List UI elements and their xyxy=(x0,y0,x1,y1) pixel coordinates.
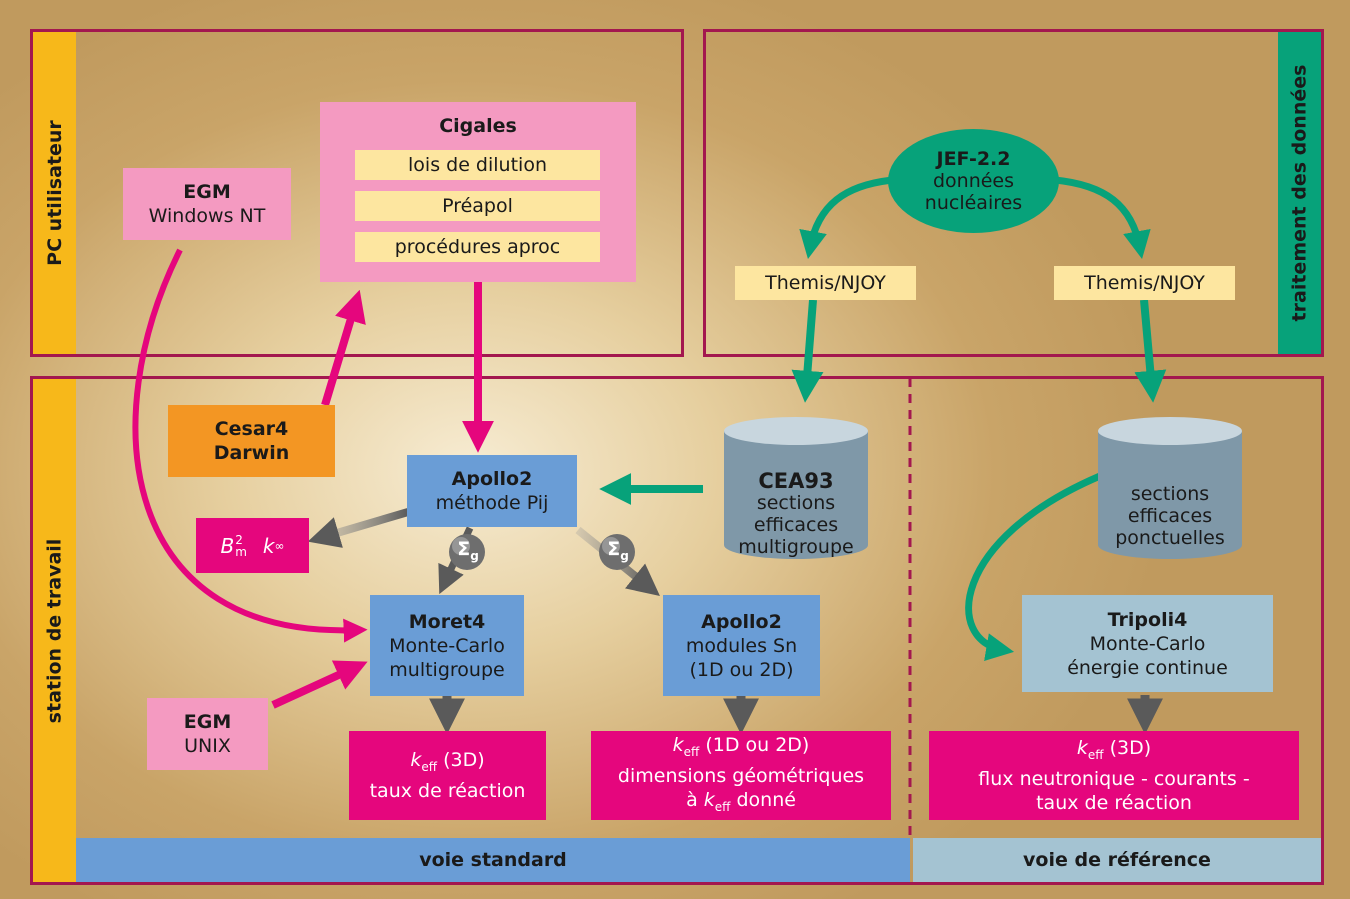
cesar4-darwin-box: Cesar4 Darwin xyxy=(168,405,335,477)
apollo-sn-line1: modules Sn xyxy=(685,634,798,657)
cea93-line3: multigroupe xyxy=(738,536,854,558)
apollo-sn-title: Apollo2 xyxy=(701,610,782,633)
cylinder-cea93 xyxy=(724,417,868,559)
cigales-item-lois-de-dilution: lois de dilution xyxy=(355,150,600,180)
cigales-title: Cigales xyxy=(439,115,517,137)
moret4-box: Moret4 Monte-Carlo multigroupe xyxy=(370,595,524,696)
region-traitement-donnees xyxy=(703,29,1324,357)
region-station-de-travail xyxy=(30,376,1324,885)
result-sn-box: keff (1D ou 2D) dimensions géométriques … xyxy=(591,731,891,820)
egm-unix-sub: UNIX xyxy=(184,735,231,757)
region-pc-utilisateur xyxy=(30,29,684,357)
cea93-title: CEA93 xyxy=(758,469,834,493)
jef-line1: données xyxy=(932,170,1015,192)
jef-title: JEF-2.2 xyxy=(936,148,1011,170)
egm-nt-title: EGM xyxy=(183,181,231,203)
cea93-line1: sections xyxy=(756,492,836,514)
tripoli-title: Tripoli4 xyxy=(1107,608,1188,631)
cea93-text: CEA93 sections efficaces multigroupe xyxy=(724,468,868,560)
arrow-egm-nt-to-moret xyxy=(132,248,368,643)
result-tripoli-box: keff (3D) flux neutronique - courants - … xyxy=(929,731,1299,820)
cesar-line1: Cesar4 xyxy=(214,418,289,440)
result-tripoli-line2: flux neutronique - courants - xyxy=(978,767,1250,790)
cylinder-ponctuelles xyxy=(1098,417,1242,559)
apollo-pij-sub: méthode Pij xyxy=(435,492,549,514)
bar-voie-standard: voie standard xyxy=(76,838,910,882)
tripoli-line2: énergie continue xyxy=(1067,656,1228,679)
dashed-separator xyxy=(908,378,912,838)
cea93-line2: efficaces xyxy=(753,514,839,536)
result-sn-line3: à keff donné xyxy=(686,788,796,814)
arrow-cesar-to-cigales xyxy=(321,289,366,407)
jef-line2: nucléaires xyxy=(924,192,1023,214)
themis-njoy-left: Themis/NJOY xyxy=(735,266,916,300)
cigales-item-preapol: Préapol xyxy=(355,191,600,221)
sigma-label-1: Σg xyxy=(457,538,479,563)
result-tripoli-line1: keff (3D) xyxy=(1076,737,1152,762)
moret-line1: Monte-Carlo xyxy=(389,634,505,657)
bar-voie-reference: voie de référence xyxy=(913,838,1321,882)
arrow-egm-unix-to-moret xyxy=(271,660,368,709)
apollo-pij-title: Apollo2 xyxy=(451,468,533,490)
themis-njoy-right: Themis/NJOY xyxy=(1054,266,1235,300)
result-sn-line1: keff (1D ou 2D) xyxy=(672,733,810,759)
arrow-themis-to-ponctuelles xyxy=(1134,299,1167,403)
ponctuelles-line3: ponctuelles xyxy=(1115,527,1225,549)
moret-line2: multigroupe xyxy=(389,658,505,681)
ponctuelles-line2: efficaces xyxy=(1127,505,1213,527)
sigma-label-2: Σg xyxy=(607,538,629,563)
egm-nt-sub: Windows NT xyxy=(148,205,266,227)
tripoli4-box: Tripoli4 Monte-Carlo énergie continue xyxy=(1022,595,1273,692)
apollo2-pij-box: Apollo2 méthode Pij xyxy=(407,455,577,527)
arrow-apollo-to-bm xyxy=(307,508,410,548)
arrow-jef-to-themis-left xyxy=(799,176,894,260)
cigales-item-procedures-aproc: procédures aproc xyxy=(355,232,600,262)
result-moret-line2: taux de réaction xyxy=(369,779,526,802)
egm-unix-box: EGM UNIX xyxy=(147,698,268,770)
tripoli-line1: Monte-Carlo xyxy=(1089,632,1206,655)
ponctuelles-text: sections efficaces ponctuelles xyxy=(1098,478,1242,554)
jef-text: JEF-2.2 données nucléaires xyxy=(888,131,1059,231)
result-moret-line1: keff (3D) xyxy=(410,749,485,774)
ponctuelles-line1: sections xyxy=(1130,483,1210,505)
egm-windows-nt-box: EGM Windows NT xyxy=(123,168,291,240)
arrow-jef-to-themis-right xyxy=(1054,176,1151,260)
result-moret-box: keff (3D) taux de réaction xyxy=(349,731,546,820)
moret-title: Moret4 xyxy=(408,610,486,633)
sideband-traitement: traitement des données xyxy=(1278,32,1321,354)
cesar-line2: Darwin xyxy=(213,442,290,464)
result-sn-line2: dimensions géométriques xyxy=(617,764,865,787)
arrow-themis-to-cea93 xyxy=(791,299,824,403)
sideband-pc: PC utilisateur xyxy=(33,32,76,354)
egm-unix-title: EGM xyxy=(183,711,232,733)
apollo2-sn-box: Apollo2 modules Sn (1D ou 2D) xyxy=(663,595,820,696)
arrow-ponctuelles-to-tripoli xyxy=(965,472,1102,661)
apollo-sn-line2: (1D ou 2D) xyxy=(689,658,794,681)
sideband-station: station de travail xyxy=(33,379,76,882)
result-tripoli-line3: taux de réaction xyxy=(1036,791,1192,814)
sigma-sphere-1 xyxy=(449,534,485,570)
jef-ellipse xyxy=(888,129,1059,233)
sigma-sphere-2 xyxy=(599,534,635,570)
